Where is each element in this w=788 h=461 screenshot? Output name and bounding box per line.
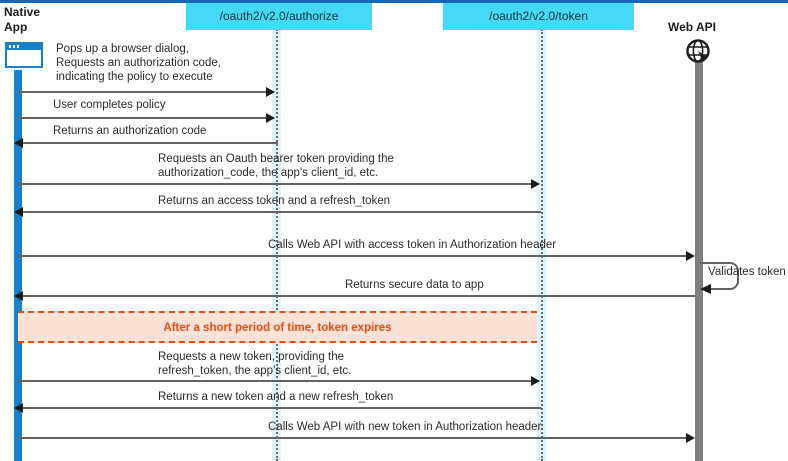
actor-label-native-app: Native App — [4, 5, 40, 35]
message-arrowhead-m10 — [14, 403, 23, 413]
actor-label-web-api: Web API — [668, 20, 717, 34]
message-arrowhead-m9 — [531, 376, 540, 386]
message-line-m10 — [22, 407, 541, 409]
message-arrowhead-m1 — [266, 87, 275, 97]
top-rule-divider — [0, 0, 788, 3]
message-arrowhead-m4 — [531, 179, 540, 189]
message-arrowhead-m2 — [266, 113, 275, 123]
message-line-m6 — [18, 255, 693, 257]
self-message-validates-token — [698, 260, 742, 301]
message-arrowhead-m3 — [14, 138, 23, 148]
message-line-m1 — [18, 91, 274, 93]
lifeline-native-app — [14, 70, 22, 461]
message-label-m4: Requests an Oauth bearer token providing… — [158, 153, 394, 179]
message-label-m2: User completes policy — [53, 99, 166, 111]
lifeline-web-api — [695, 62, 703, 461]
message-arrowhead-m5 — [14, 207, 23, 217]
message-arrowhead-m6 — [686, 251, 695, 261]
header-token-endpoint[interactable]: /oauth2/v2.0/token — [443, 3, 634, 30]
message-line-m2 — [18, 117, 274, 119]
message-line-m8 — [22, 295, 695, 297]
lifeline-token — [541, 29, 543, 461]
message-label-m11: Calls Web API with new token in Authoriz… — [268, 421, 542, 433]
header-authorize-endpoint[interactable]: /oauth2/v2.0/authorize — [186, 3, 372, 30]
message-line-m5 — [22, 211, 541, 213]
message-label-m5: Returns an access token and a refresh_to… — [158, 195, 391, 207]
browser-titlebar-dots — [9, 45, 19, 48]
message-line-m11 — [18, 437, 693, 439]
message-label-m10: Returns a new token and a new refresh_to… — [158, 391, 394, 403]
actor-label-native-app-line1: Native — [4, 5, 41, 19]
browser-titlebar — [7, 44, 41, 50]
self-message-label-validates-token: Validates token — [708, 266, 786, 278]
message-label-m8: Returns secure data to app — [345, 279, 484, 291]
actor-label-native-app-line2: App — [4, 20, 28, 34]
message-line-m3 — [22, 142, 278, 144]
message-label-m9: Requests a new token, providing the refr… — [158, 351, 352, 377]
globe-icon — [683, 38, 713, 69]
message-arrowhead-m11 — [686, 433, 695, 443]
message-line-m9 — [18, 380, 539, 382]
browser-window-icon — [5, 42, 43, 68]
lifeline-authorize — [276, 29, 278, 461]
message-label-m1: Pops up a browser dialog, Requests an au… — [56, 43, 221, 83]
message-line-m4 — [18, 183, 539, 185]
message-arrowhead-m8 — [14, 291, 23, 301]
token-expiry-note: After a short period of time, token expi… — [18, 311, 537, 343]
message-label-m6: Calls Web API with access token in Autho… — [268, 239, 557, 251]
message-label-m3: Returns an authorization code — [53, 125, 207, 137]
token-expiry-note-label: After a short period of time, token expi… — [163, 322, 392, 334]
